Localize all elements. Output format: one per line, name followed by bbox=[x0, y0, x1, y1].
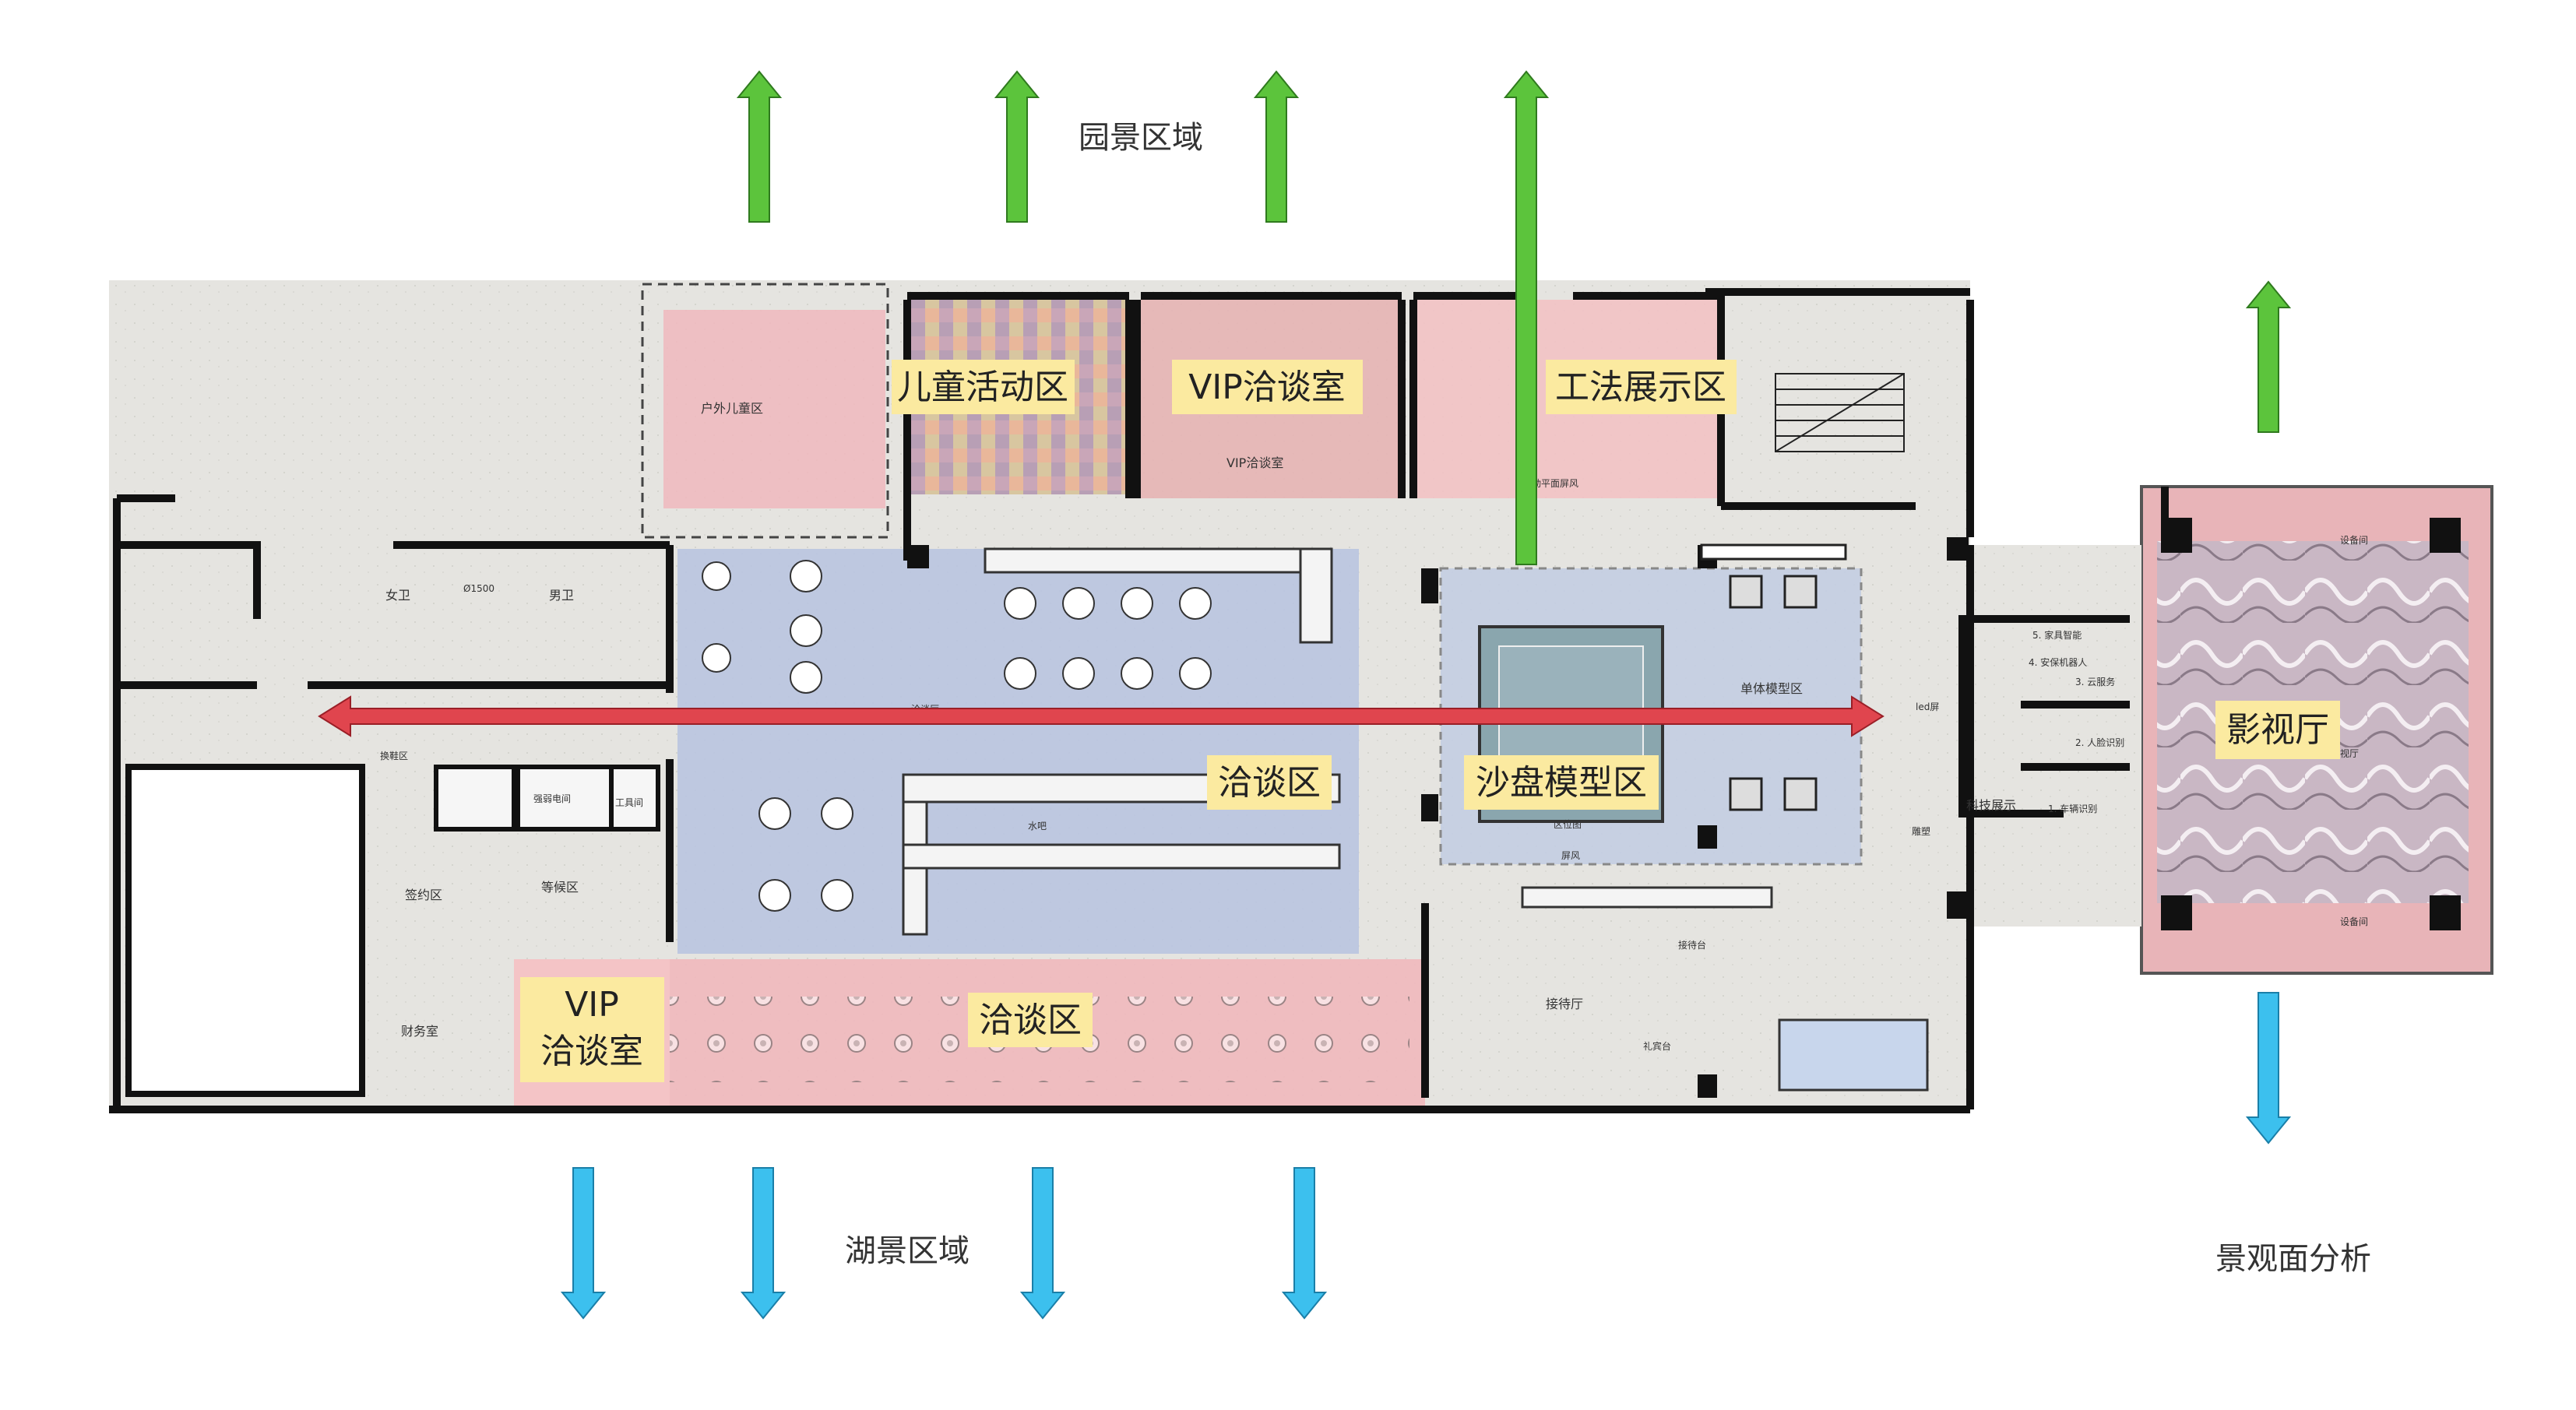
blue-arrow-2 bbox=[740, 1167, 787, 1320]
zone-children-text: 儿童活动区 bbox=[897, 367, 1068, 407]
label-tech-show: 科技展示 bbox=[1966, 798, 2016, 813]
blue-arrow-3 bbox=[1019, 1167, 1066, 1320]
label-elec-room: 强弱电间 bbox=[533, 793, 571, 804]
label-outdoor-kids: 户外儿童区 bbox=[701, 401, 763, 416]
label-sculpture: 雕塑 bbox=[1912, 825, 1930, 837]
green-arrows bbox=[736, 70, 2292, 565]
label-craft: 工法展示区 bbox=[1546, 360, 1737, 414]
zone-sand-table-text: 沙盘模型区 bbox=[1476, 763, 1647, 803]
label-screen: 屏风 bbox=[1561, 850, 1580, 861]
label-area-map: 区位图 bbox=[1554, 818, 1582, 830]
label-led: led屏 bbox=[1916, 701, 1939, 712]
tool-room-block bbox=[609, 765, 660, 832]
elec-room-block bbox=[516, 765, 614, 832]
zone-cinema-text: 影视厅 bbox=[2226, 710, 2329, 750]
zone-craft-text: 工法展示区 bbox=[1555, 367, 1726, 407]
label-tech-3: 3. 云服务 bbox=[2075, 676, 2115, 687]
left-apartment bbox=[125, 764, 365, 1097]
label-children: 儿童活动区 bbox=[892, 360, 1075, 414]
label-finance: 财务室 bbox=[401, 1024, 438, 1039]
blue-arrows bbox=[560, 992, 2292, 1320]
green-arrow-4 bbox=[1503, 70, 1550, 565]
label-women-wc: 女卫 bbox=[385, 588, 410, 603]
label-tech-1: 1. 车辆识别 bbox=[2048, 803, 2097, 814]
zone-vip-bottom-line1: VIP bbox=[565, 985, 619, 1025]
label-negotiation-bottom: 洽谈区 bbox=[968, 993, 1093, 1047]
zone-vip-bottom-line2: 洽谈室 bbox=[540, 1032, 643, 1071]
model-boxes bbox=[1700, 543, 1847, 811]
green-arrow-2 bbox=[994, 70, 1040, 223]
green-arrow-1 bbox=[736, 70, 783, 223]
label-reception-desk: 接待台 bbox=[1678, 939, 1706, 951]
label-waiting: 等候区 bbox=[541, 880, 579, 895]
label-vip-top: VIP洽谈室 bbox=[1172, 360, 1363, 414]
label-vip-room-small: VIP洽谈室 bbox=[1226, 455, 1283, 470]
label-tech-5: 5. 家具智能 bbox=[2032, 629, 2082, 641]
label-cinema-hall-small: 视厅 bbox=[2340, 747, 2359, 759]
label-gift-desk: 礼宾台 bbox=[1643, 1040, 1671, 1052]
red-double-arrow bbox=[318, 695, 1884, 737]
walls bbox=[109, 288, 2169, 1113]
label-changing: 换鞋区 bbox=[380, 750, 408, 761]
blue-arrow-1 bbox=[560, 1167, 607, 1320]
zone-negotiation-bottom-text: 洽谈区 bbox=[979, 1000, 1082, 1040]
zone-vip-top-text: VIP洽谈室 bbox=[1188, 367, 1346, 407]
cinema-corridor bbox=[1970, 545, 2141, 927]
elevator-block bbox=[434, 765, 516, 832]
label-tech-2: 2. 人脸识别 bbox=[2075, 737, 2124, 748]
label-single-model: 单体模型区 bbox=[1740, 681, 1803, 696]
outdoor-kids-area bbox=[663, 310, 885, 508]
label-tech-4: 4. 安保机器人 bbox=[2029, 656, 2087, 668]
caption-lake: 湖景区域 bbox=[845, 1233, 970, 1269]
green-arrow-5 bbox=[2245, 280, 2292, 433]
negotiation-tables bbox=[702, 560, 1212, 912]
label-turn: Ø1500 bbox=[463, 583, 494, 594]
label-equipment-top: 设备间 bbox=[2340, 535, 2368, 546]
label-signing: 签约区 bbox=[405, 888, 442, 902]
caption-analysis: 景观面分析 bbox=[2215, 1241, 2371, 1277]
label-water-bar: 水吧 bbox=[1028, 821, 1047, 832]
label-vip-bottom: VIP 洽谈室 bbox=[520, 977, 664, 1082]
label-equipment-bottom: 设备间 bbox=[2340, 916, 2368, 927]
tech-show-walls bbox=[1958, 615, 2130, 818]
zone-negotiation-mid-text: 洽谈区 bbox=[1218, 763, 1321, 803]
blue-arrow-4 bbox=[1281, 1167, 1328, 1320]
caption-garden: 园景区域 bbox=[1079, 120, 1203, 156]
staircase bbox=[1775, 373, 1905, 452]
blue-arrow-5 bbox=[2245, 992, 2292, 1145]
label-reception: 接待厅 bbox=[1546, 997, 1583, 1011]
label-negotiation-mid: 洽谈区 bbox=[1207, 755, 1332, 810]
label-tool-room: 工具间 bbox=[615, 797, 643, 808]
upper-right-block bbox=[1705, 280, 1970, 537]
label-cinema: 影视厅 bbox=[2215, 701, 2340, 759]
label-men-wc: 男卫 bbox=[549, 588, 574, 603]
label-sand-table: 沙盘模型区 bbox=[1464, 755, 1659, 810]
green-arrow-3 bbox=[1253, 70, 1300, 223]
